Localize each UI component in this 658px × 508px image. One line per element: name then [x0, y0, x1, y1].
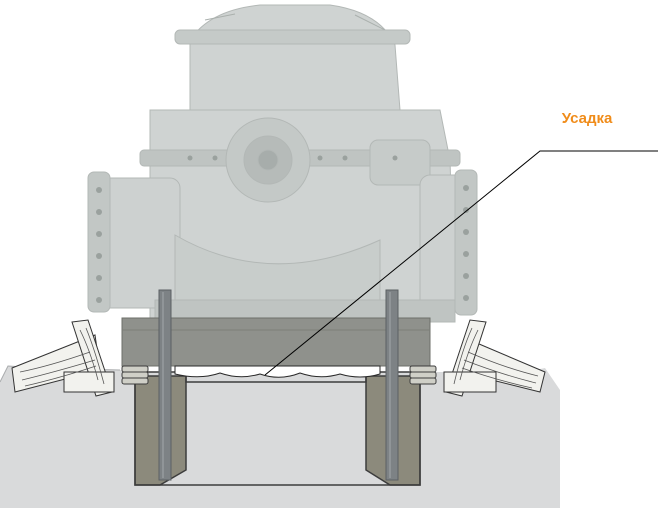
shrinkage-callout-label: Усадка [561, 110, 613, 127]
wood-formwork-left [11, 319, 115, 397]
shrinkage-gap [174, 365, 381, 378]
shim-pack-right [409, 365, 437, 385]
baseplate [121, 317, 431, 367]
callout-leader-line [264, 150, 658, 376]
wood-formwork-right [443, 319, 546, 397]
shim-pack-left [121, 365, 149, 385]
pump-unit [87, 4, 478, 323]
anchor-bolt-right [385, 289, 399, 481]
foundation-pit-outline [134, 371, 421, 486]
anchor-bolt-left [158, 289, 172, 481]
